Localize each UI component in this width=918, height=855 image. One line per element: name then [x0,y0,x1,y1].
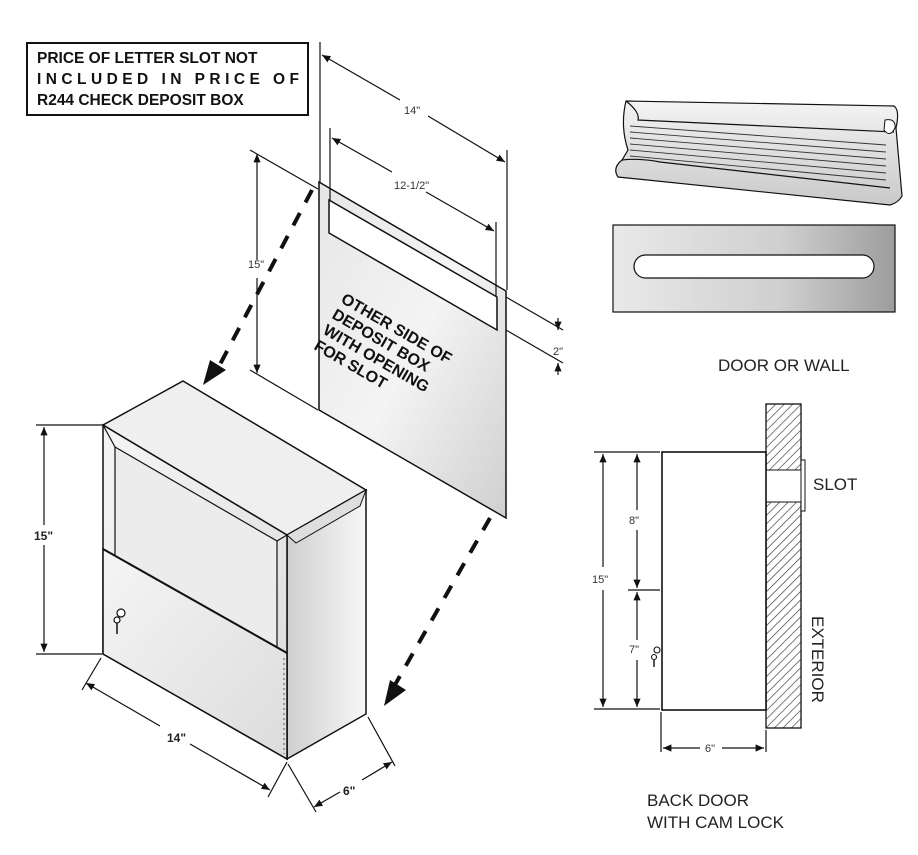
wall-section [765,403,802,729]
slot-flange [800,459,806,512]
notice-line-1: PRICE OF LETTER SLOT NOT [37,50,258,67]
dim-slot-width: 12-1/2" [329,128,497,297]
dim-box-width: 14" [81,657,288,798]
slot-cutout [633,254,875,279]
dim-label-14: 14" [404,105,420,117]
deposit-box-isometric [101,380,368,761]
cam-lock-icon [113,608,126,634]
cam-lock-icon [650,646,661,667]
rear-panel: OTHER SIDE OF DEPOSIT BOX WITH OPENING F… [311,180,507,520]
dim-label-15-side: 15" [592,574,608,586]
price-notice: PRICE OF LETTER SLOT NOT INCLUDED IN PRI… [26,42,309,116]
dim-label-6-side: 6" [705,743,715,755]
slot-label: SLOT [813,475,857,494]
caption-line-2: WITH CAM LOCK [647,813,785,832]
dim-label-8: 8" [629,515,639,527]
notice-border [26,42,309,116]
dim-box-height: 15" [34,424,102,655]
box-section [661,451,767,711]
dim-label-15-box: 15" [34,529,53,543]
arrowhead-icon [203,360,226,385]
slot-opening [328,198,498,332]
notice-line-3: R244 CHECK DEPOSIT BOX [37,92,244,109]
arrowhead-icon [384,680,406,706]
dim-label-2: 2" [553,346,563,358]
dim-label-6-box: 6" [343,784,355,798]
slot-passage [765,469,802,503]
panel-face [318,180,507,520]
dim-label-7: 7" [629,644,639,656]
dim-box-depth: 6" [287,716,396,813]
letter-slot-plate [612,224,896,313]
dim-label-14-box: 14" [167,731,186,745]
dim-slot-height: 2" [505,296,564,375]
dim-panel-width: 14" [319,42,508,290]
letter-slot-flap [615,100,903,206]
door-or-wall-label: DOOR OR WALL [718,356,850,375]
caption-line-1: BACK DOOR [647,791,749,810]
dashed-arrow-lower [384,517,492,706]
side-section-view: SLOT EXTERIOR 15" 8" 7" 6" BACK DOOR WIT… [592,403,857,832]
dashed-arrow-upper [203,189,314,385]
dim-panel-height: 15" [248,149,319,411]
exterior-label: EXTERIOR [808,616,827,703]
dim-label-15-panel: 15" [248,259,264,271]
box-lip [286,488,367,544]
dim-label-12-1-2: 12-1/2" [394,180,429,192]
